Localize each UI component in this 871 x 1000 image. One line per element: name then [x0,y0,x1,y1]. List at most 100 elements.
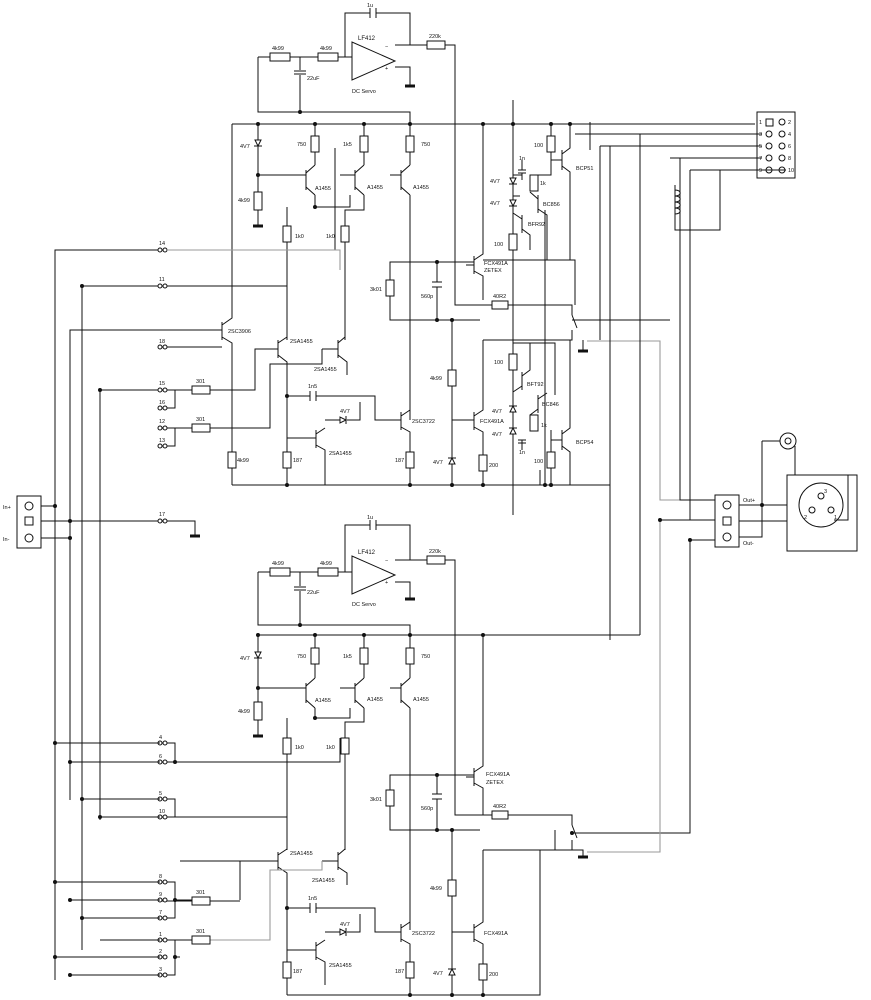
resistor-40r2-bot [491,810,509,820]
label-r301b-bot: 301 [196,929,205,935]
label-qbcp51-top: BCP51 [576,166,593,172]
label-r100a-top: 100 [534,143,543,149]
label-zc-top: 4V7 [492,409,502,415]
label-r301a-bot: 301 [196,890,205,896]
label-r750a-top: 750 [297,142,306,148]
label-qdiff2-bot: 2SA1455 [312,878,335,884]
label-header-8: 8 [788,156,791,162]
jumper-14: 14 [157,241,168,253]
label-r1k5-bot: 1k5 [343,654,352,660]
label-servo-bot-fbcap: 1u [367,515,373,521]
label-servo-top-fbcap: 1u [367,3,373,9]
label-jp15: 15 [159,381,165,387]
label-xlr-2: 2 [804,515,807,521]
label-c1nb-top: 1n [519,450,525,456]
xlr-pin2 [808,506,816,514]
label-header-3: 3 [759,132,762,138]
label-qbc856-top: BC856 [543,202,560,208]
resistor-750b-top [405,135,415,153]
label-header-10: 10 [788,168,794,174]
jumpers-bottom: 4 6 5 10 8 9 7 1 2 3 [55,735,341,978]
resistor-301a-top [191,385,211,395]
resistor-1k0b-top [340,225,350,243]
label-opamp-top: LF412 [358,36,376,42]
header-pin2 [778,118,786,126]
output-pin-gnd [722,516,732,526]
resistor-servo-top-r2 [317,52,339,62]
amp-top: 4V7 4k99 750 1k5 750 A1455 A1455 A1455 1… [160,100,755,515]
dc-servo-top: 4k99 4k99 22uF LF412 − + DC Servo 1u 220… [257,3,492,306]
label-header-1: 1 [759,120,762,126]
resistor-4k99c-top [447,369,457,387]
label-r4k99c-top: 4k99 [430,376,442,382]
amp-bottom: 4V7 4k99 750 1k5 750 A1455 A1455 A1455 1… [160,520,691,996]
label-servo-top-title: DC Servo [352,89,376,95]
label-r301a-top: 301 [196,379,205,385]
label-servo-bot-cap: 22uF [307,590,320,596]
label-qbcp54-top: BCP54 [576,440,593,446]
label-q1-bot: A1455 [315,698,331,704]
label-jp9: 9 [159,892,162,898]
label-c560p-top: 560p [421,294,433,300]
header-pin5 [765,142,773,150]
label-r200-top: 200 [489,463,498,469]
resistor-750a-top [310,135,320,153]
label-zener1-bot: 4V7 [240,656,250,662]
resistor-301b-top [191,423,211,433]
resistor-1k0a-top [282,225,292,243]
label-r187a-bot: 187 [293,969,302,975]
label-qouta2-bot: ZETEX [486,780,504,786]
label-jp14: 14 [159,241,165,247]
label-c1n5-bot: 1n5 [308,896,317,902]
jumper-13: 13 [157,438,168,449]
label-servo-top-r2: 4k99 [320,46,332,52]
label-jp17: 17 [159,512,165,518]
dc-servo-bottom: 4k99 4k99 22uF LF412 − + DC Servo 1u 220… [257,515,492,816]
resistor-200-top [478,454,488,472]
opamp-bot-plus: + [385,580,388,586]
output-connector: Out+ Out- 1 2 3 [660,432,858,552]
label-qouta-bot: FCX491A [486,772,510,778]
resistor-100b-top [508,233,518,251]
label-zener2-top: 4V7 [340,409,350,415]
input-connector: In+ In- [3,249,200,980]
resistor-servo-bot-out [426,555,446,565]
resistor-200-bot [478,963,488,981]
label-jp1: 1 [159,932,162,938]
label-jp3: 3 [159,967,162,973]
label-qbft92-top: BFT92 [527,382,544,388]
label-r187a-top: 187 [293,458,302,464]
resistor-servo-top-r1 [269,52,291,62]
resistor-1k-top [529,174,539,192]
label-r1ka-top: 1k [541,423,547,429]
junction-dots [53,110,764,997]
resistor-1k0a-bot [282,737,292,755]
label-r187b-top: 187 [395,458,404,464]
jumper-11: 11 [157,277,168,289]
label-r4k99b-top: 4k99 [237,458,249,464]
opamp-top [351,41,397,81]
header-10pin: 1 3 5 7 9 2 4 6 8 10 [575,111,796,640]
input-pin-gnd [24,516,34,526]
label-servo-top-cap: 22uF [307,76,320,82]
label-header-2: 2 [788,120,791,126]
label-r750a-bot: 750 [297,654,306,660]
label-zener1-top: 4V7 [240,144,250,150]
output-pin-minus [722,532,732,542]
resistor-4k99b-top [227,451,237,469]
rca-jack-center [784,437,792,445]
resistor-1ka-top [529,414,539,432]
resistor-100a-top [546,135,556,153]
resistor-4k99c-bot [447,879,457,897]
label-r3k01-top: 3k01 [370,287,382,293]
label-header-6: 6 [788,144,791,150]
resistor-servo-top-out [426,40,446,50]
resistor-750b-bot [405,647,415,665]
resistor-187b-top [405,451,415,469]
label-r301b-top: 301 [196,417,205,423]
header-pin7 [765,154,773,162]
label-c1n5-top: 1n5 [308,384,317,390]
label-jp12: 12 [159,419,165,425]
resistor-1k5-bot [359,647,369,665]
label-servo-bot-r2: 4k99 [320,561,332,567]
